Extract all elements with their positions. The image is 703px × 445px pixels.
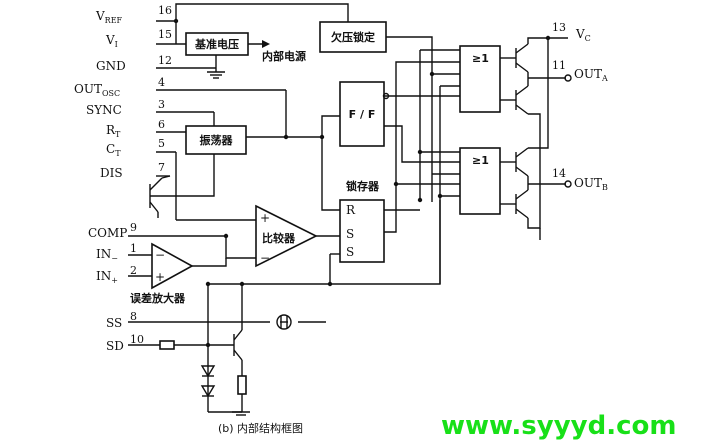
pin-label-outa: OUTA xyxy=(574,67,608,83)
pin-number-vc: 13 xyxy=(552,21,566,34)
nor-gate-a xyxy=(459,45,501,113)
comparator-block xyxy=(255,204,318,268)
ea-plus: + xyxy=(155,270,165,284)
ss-current-source xyxy=(276,314,292,330)
pin-label-sd: SD xyxy=(106,339,124,353)
ea-minus: − xyxy=(155,248,165,262)
internal-power-arrow xyxy=(262,40,270,48)
pin-number-sd: 10 xyxy=(130,333,144,346)
nor-gate-b xyxy=(459,147,501,215)
latch-output-wire-a xyxy=(395,61,460,184)
pin-number-gnd: 12 xyxy=(158,54,172,67)
pin-label-vi: VI xyxy=(105,33,118,49)
reference-voltage-label: 基准电压 xyxy=(194,37,239,51)
pin-label-vc: VC xyxy=(575,27,591,43)
latch-s1-label: S xyxy=(346,227,354,241)
internal-power-label: 内部电源 xyxy=(262,49,306,63)
oscillator-block xyxy=(185,125,247,155)
diagram-caption: (b) 内部结构框图 xyxy=(218,421,303,435)
pin-label-outb: OUTB xyxy=(574,176,608,192)
latch-r-label: R xyxy=(346,203,356,217)
oscillator-label: 振荡器 xyxy=(200,133,234,147)
latch-block xyxy=(339,199,385,263)
pin-number-rt: 6 xyxy=(158,118,165,131)
uvlo-label: 欠压锁定 xyxy=(331,30,375,44)
pin-label-sync: SYNC xyxy=(86,103,122,117)
pin-label-dis: DIS xyxy=(100,166,123,180)
pin-label-gnd: GND xyxy=(96,59,126,73)
latch-s2-label: S xyxy=(346,245,354,259)
pin-label-inplus: IN+ xyxy=(96,269,118,285)
pin-label-comp: COMP xyxy=(88,226,127,240)
watermark: www.syyyd.com xyxy=(441,411,676,441)
ff-qbar-wire xyxy=(384,125,460,163)
pin-number-inplus: 2 xyxy=(130,264,137,277)
uvlo-block xyxy=(319,21,387,53)
nor-gate-b-label: ≥1 xyxy=(472,154,489,167)
pin-number-ss: 8 xyxy=(130,310,137,323)
pin-number-comp: 9 xyxy=(130,221,137,234)
junction-dots xyxy=(173,18,551,348)
vc-rail xyxy=(527,37,568,44)
comparator-label: 比较器 xyxy=(262,231,296,245)
latch-reset-wire xyxy=(321,137,340,211)
pin-number-sync: 3 xyxy=(158,98,165,111)
dis-drive-wire xyxy=(170,154,215,197)
sd-transistor xyxy=(233,284,247,412)
pin-number-inminus: 1 xyxy=(130,242,137,255)
latch-output-wire xyxy=(384,183,460,233)
latch-label: 锁存器 xyxy=(346,179,380,193)
comp-inverting-wire xyxy=(225,236,256,259)
pin-label-rt: RT xyxy=(106,123,121,139)
output-stage-a xyxy=(500,43,572,115)
nor-gate-a-label: ≥1 xyxy=(472,52,489,65)
flip-flop-label: F / F xyxy=(349,108,376,121)
pin-number-outa: 11 xyxy=(552,59,566,72)
pin-number-ct: 5 xyxy=(158,137,165,150)
pin-label-outosc: OUTOSC xyxy=(74,82,120,98)
vref-bus xyxy=(175,3,349,22)
ea-output-wire xyxy=(192,258,227,267)
pin-number-outb: 14 xyxy=(552,167,566,180)
nor-input-wires xyxy=(384,49,460,284)
pin-label-vref: VREF xyxy=(95,9,123,25)
pin-label-inminus: IN− xyxy=(96,247,118,263)
pin-label-ss: SS xyxy=(106,316,122,330)
pin-number-vi: 15 xyxy=(158,28,172,41)
error-amplifier-label: 误差放大器 xyxy=(130,291,186,305)
input-wires xyxy=(128,20,326,346)
ff-clock-wire xyxy=(321,115,340,137)
comparator-plus: + xyxy=(260,211,270,225)
pin-number-dis: 7 xyxy=(158,161,165,174)
error-amplifier-block xyxy=(151,242,194,290)
comparator-minus: − xyxy=(260,251,270,265)
zener-diodes xyxy=(200,365,216,398)
pin-number-outosc: 4 xyxy=(158,76,165,89)
pin-label-ct: CT xyxy=(106,142,121,158)
bottom-bus xyxy=(208,200,441,285)
output-stage-b xyxy=(500,147,572,219)
dis-transistor xyxy=(149,175,171,218)
sd-resistor xyxy=(159,340,175,350)
flip-flop-block xyxy=(339,81,385,147)
output-ground-return xyxy=(527,113,541,229)
pin-number-vref: 16 xyxy=(158,4,172,17)
uvlo-output-wire xyxy=(386,36,433,202)
